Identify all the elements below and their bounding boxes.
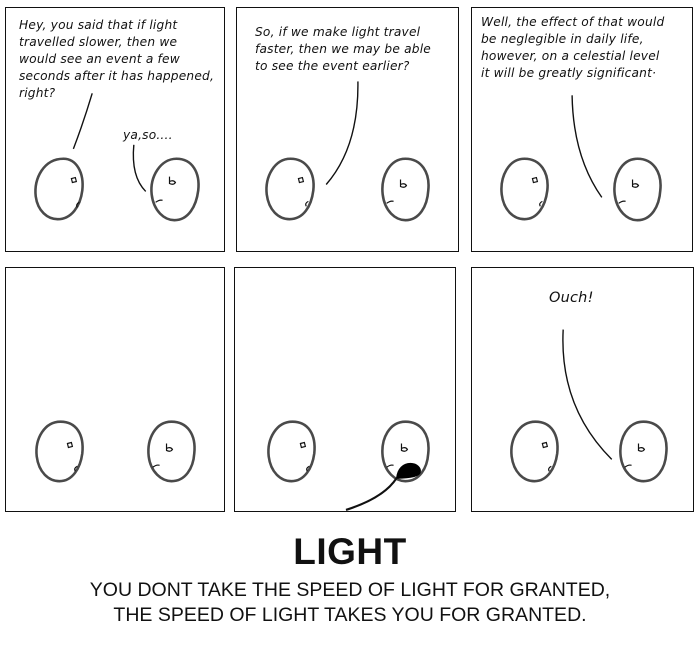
head [510, 420, 559, 483]
speech-text: Ouch! [549, 290, 594, 306]
eye [631, 179, 640, 188]
panel-2-drawing [265, 81, 430, 222]
eye [531, 176, 539, 184]
mouth [74, 465, 78, 472]
punching-arm [345, 477, 398, 511]
eye [541, 441, 549, 449]
character-right [381, 420, 430, 483]
panel-2: So, if we make light travel faster, then… [236, 7, 459, 252]
mouth [305, 200, 309, 207]
head [150, 157, 200, 222]
eye [400, 443, 409, 452]
mouth [618, 200, 626, 204]
head [619, 420, 668, 483]
panel-1: Hey, you said that if light travelled sl… [5, 7, 225, 252]
character-right [150, 157, 200, 222]
character-left [500, 157, 549, 221]
eye [637, 443, 646, 452]
head [267, 420, 316, 483]
panel-5-drawing [267, 420, 430, 511]
eye [399, 179, 408, 188]
panel-6: Ouch! [471, 267, 694, 512]
panel-3-drawing [500, 95, 662, 222]
comic-title: LIGHT [293, 531, 407, 572]
character-right [619, 420, 668, 483]
head [147, 420, 196, 483]
character-right [613, 157, 662, 222]
head [613, 157, 662, 222]
speech-text: Well, the effect of that would be negleg… [481, 15, 665, 80]
panel-5 [234, 267, 456, 512]
speech-tail-left [72, 93, 93, 150]
head [34, 157, 84, 221]
character-left [510, 420, 559, 483]
mouth [155, 199, 163, 203]
caption-line-1: YOU DONT TAKE THE SPEED OF LIGHT FOR GRA… [89, 579, 611, 601]
panel-4-drawing [35, 420, 196, 483]
mouth [76, 201, 80, 208]
eye [297, 176, 305, 184]
mouth [306, 465, 310, 472]
character-right [147, 420, 196, 483]
character-left [35, 420, 84, 483]
speech-text: So, if we make light travel faster, then… [255, 25, 431, 73]
mouth [386, 464, 394, 468]
eye [165, 443, 174, 452]
speech-tail-right [132, 144, 147, 192]
speech-text-left: Hey, you said that if light travelled sl… [19, 18, 215, 100]
speech-text-right: ya,so.... [123, 128, 173, 142]
punching-fist-icon [395, 462, 421, 479]
head [381, 157, 430, 222]
character-left [34, 157, 84, 221]
eye [299, 441, 307, 449]
character-left [265, 157, 315, 221]
mouth [548, 465, 552, 472]
mouth [539, 200, 543, 207]
mouth [624, 464, 632, 468]
panel-1-drawing [34, 93, 200, 222]
head [35, 420, 84, 483]
speech-tail [325, 81, 359, 185]
mouth [152, 464, 160, 468]
speech-tail [562, 329, 613, 460]
head [265, 157, 315, 221]
eye [70, 176, 78, 184]
head [500, 157, 549, 221]
panel-4 [5, 267, 225, 512]
head [381, 420, 430, 483]
caption-line-2: THE SPEED OF LIGHT TAKES YOU FOR GRANTED… [113, 604, 587, 626]
speech-tail [571, 95, 603, 198]
panel-3: Well, the effect of that would be negleg… [471, 7, 693, 252]
character-right [381, 157, 430, 222]
character-left [267, 420, 316, 483]
mouth [386, 200, 394, 204]
eye [66, 441, 74, 449]
eye [168, 176, 177, 185]
panel-6-drawing [510, 329, 668, 483]
